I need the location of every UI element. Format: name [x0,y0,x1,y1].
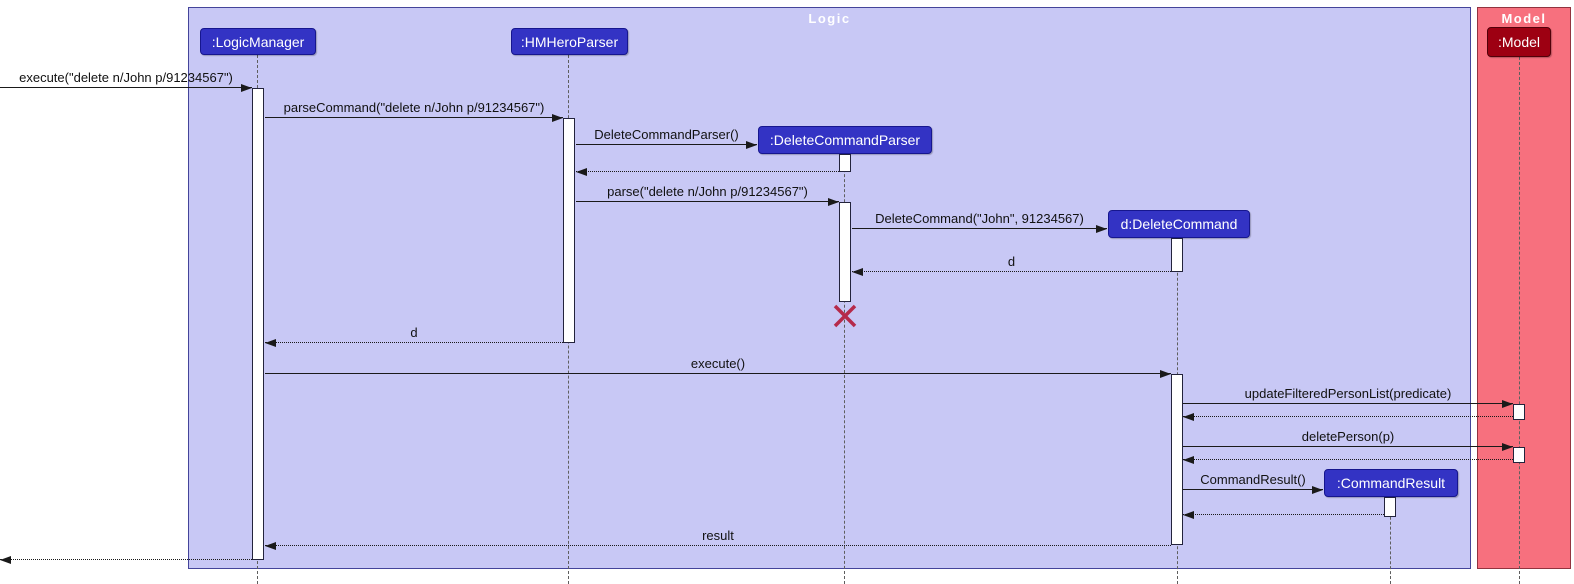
arrowhead-left-icon [852,268,863,276]
arrowhead-right-icon [552,114,563,122]
message-execute-full-label: execute("delete n/John p/91234567") [19,70,233,85]
activation-deletecommand-2 [1171,374,1183,545]
lifeline-model [1519,57,1520,584]
arrowhead-left-icon [576,168,587,176]
message-line [265,117,563,118]
arrowhead-right-icon [828,198,839,206]
message-return-result-label: result [702,528,734,543]
activation-deletecommandparser-2 [839,202,851,302]
participant-deletecommandparser: :DeleteCommandParser [758,126,932,154]
arrowhead-right-icon [1096,225,1107,233]
participant-hmheroparser-label: :HMHeroParser [520,33,619,50]
message-line [576,144,757,145]
lifeline-deletecommandparser [844,154,845,584]
message-new-deletecommandparser-label: DeleteCommandParser() [594,127,739,142]
message-line [0,559,252,560]
arrowhead-left-icon [1183,413,1194,421]
participant-deletecommand: d:DeleteCommand [1108,210,1250,238]
message-line [265,373,1171,374]
arrowhead-right-icon [241,84,252,92]
message-final-return [0,540,252,564]
lifeline-commandresult [1390,497,1391,584]
message-line [1183,416,1513,417]
message-new-deletecommand: DeleteCommand("John", 91234567) [852,209,1107,233]
message-update-filtered-person-list: updateFilteredPersonList(predicate) [1183,384,1513,408]
activation-hmheroparser [563,118,575,343]
model-frame: Model [1477,7,1571,569]
logic-frame-title: Logic [808,11,851,26]
message-return-delete-person [1183,440,1513,464]
message-line [576,201,839,202]
message-line [576,171,839,172]
message-line [1183,459,1513,460]
arrowhead-right-icon [1502,400,1513,408]
activation-deletecommand-1 [1171,238,1183,272]
message-line [265,342,563,343]
participant-hmheroparser: :HMHeroParser [511,28,628,55]
message-new-commandresult: CommandResult() [1183,470,1323,494]
message-return-update-filtered [1183,397,1513,421]
arrowhead-right-icon [746,141,757,149]
participant-commandresult-label: :CommandResult [1336,475,1446,491]
activation-logicmanager [252,88,264,560]
arrowhead-left-icon [0,556,11,564]
participant-logicmanager-label: :LogicManager [211,33,305,50]
message-line [852,228,1107,229]
arrowhead-right-icon [1160,370,1171,378]
activation-deletecommandparser-1 [839,154,851,172]
message-parse-command-label: parseCommand("delete n/John p/91234567") [283,100,545,115]
participant-deletecommand-label: d:DeleteCommand [1120,216,1238,232]
message-return-d-1-label: d [1007,254,1016,269]
arrowhead-left-icon [1183,456,1194,464]
model-frame-title: Model [1501,11,1547,26]
participant-model-label: :Model [1497,34,1541,50]
message-line [1183,489,1323,490]
arrowhead-left-icon [1183,511,1194,519]
message-execute: execute() [265,354,1171,378]
participant-logicmanager: :LogicManager [200,28,316,55]
logic-frame: Logic [188,7,1471,569]
message-new-commandresult-label: CommandResult() [1200,472,1306,487]
message-line [1183,446,1513,447]
message-return-d-2-label: d [410,325,418,340]
destroy-icon [833,304,857,328]
message-return-parser-created [576,152,839,176]
arrowhead-left-icon [265,542,276,550]
participant-model: :Model [1487,27,1551,57]
participant-commandresult: :CommandResult [1324,469,1458,497]
message-parse: parse("delete n/John p/91234567") [576,182,839,206]
message-line [1183,403,1513,404]
message-new-deletecommandparser: DeleteCommandParser() [576,125,757,149]
participant-deletecommandparser-label: :DeleteCommandParser [769,132,921,148]
message-parse-label: parse("delete n/John p/91234567") [607,184,808,199]
activation-commandresult [1384,497,1396,517]
message-return-d-2: d [265,323,563,347]
message-delete-person-label: deletePerson(p) [1301,429,1395,444]
message-line [265,545,1171,546]
message-parse-command: parseCommand("delete n/John p/91234567") [265,98,563,122]
message-execute-label: execute() [690,356,746,371]
arrowhead-right-icon [1502,443,1513,451]
arrowhead-left-icon [265,339,276,347]
message-line [1183,514,1384,515]
message-return-result: result [265,526,1171,550]
message-line [0,87,252,88]
arrowhead-right-icon [1312,486,1323,494]
message-update-filtered-person-list-label: updateFilteredPersonList(predicate) [1244,386,1452,401]
activation-model-1 [1513,404,1525,420]
message-new-deletecommand-label: DeleteCommand("John", 91234567) [875,211,1084,226]
message-return-d-1: d [852,252,1171,276]
activation-model-2 [1513,447,1525,463]
message-return-commandresult-created [1183,495,1384,519]
message-execute-full: execute("delete n/John p/91234567") [0,68,252,92]
message-line [852,271,1171,272]
message-delete-person: deletePerson(p) [1183,427,1513,451]
